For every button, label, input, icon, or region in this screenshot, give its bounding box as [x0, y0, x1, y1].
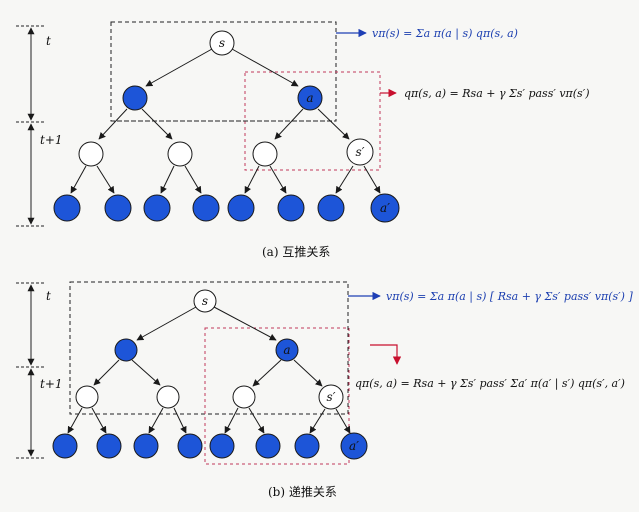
action-node [53, 194, 81, 222]
node-label-s: s [219, 36, 225, 50]
caption-a: (a) 互推关系 [262, 245, 330, 259]
node-label-s-prime: s′ [356, 145, 365, 159]
action-node-a [275, 338, 299, 362]
state-node-root [193, 289, 217, 313]
q-equation-a: qπ(s, a) = Rsa + γ Σs′ pass′ vπ(s′) [404, 87, 590, 100]
state-node [156, 385, 180, 409]
time-label-t-plus-1: t+1 [40, 377, 63, 391]
action-node-a-prime [340, 432, 368, 460]
tree-nodes-b [52, 289, 368, 460]
action-node [96, 433, 122, 459]
tree-nodes-a [53, 30, 400, 223]
action-node [133, 433, 159, 459]
action-node [294, 433, 320, 459]
tree-edges-a [70, 48, 381, 194]
action-node [277, 194, 305, 222]
node-label-s-prime: s′ [327, 390, 336, 404]
v-backup-box-b [69, 281, 349, 415]
v-equation-a: vπ(s) = Σa π(a | s) qπ(s, a) [372, 27, 518, 41]
action-node-a [297, 85, 323, 111]
time-axis-b: t t+1 [16, 282, 63, 459]
state-node-s-prime [318, 384, 344, 410]
action-node [122, 85, 148, 111]
state-node [75, 385, 99, 409]
time-label-t: t [46, 34, 51, 48]
node-label-a-prime: a′ [349, 439, 359, 453]
action-node [227, 194, 255, 222]
action-node [255, 433, 281, 459]
tree-edges-b [67, 306, 351, 434]
action-node [52, 433, 78, 459]
state-node [78, 141, 104, 167]
diagram-a-mutual: t t+1 [16, 21, 590, 259]
node-label-a: a [306, 91, 313, 105]
state-node-root [209, 30, 235, 56]
action-node [209, 433, 235, 459]
node-label-a: a [283, 343, 290, 357]
node-label-a-prime: a′ [380, 201, 390, 215]
q-equation-b: qπ(s, a) = Rsa + γ Σs′ pass′ Σa′ π(a′ | … [355, 377, 625, 391]
action-node [177, 433, 203, 459]
state-node [232, 385, 256, 409]
state-node-s-prime [346, 138, 374, 166]
node-label-s: s [202, 294, 208, 308]
time-label-t-plus-1: t+1 [40, 133, 63, 147]
time-label-t: t [46, 289, 51, 303]
diagram-b-recursive: t t+1 [16, 281, 633, 499]
time-axis-a: t t+1 [16, 25, 63, 227]
state-node [252, 141, 278, 167]
action-node [317, 194, 345, 222]
action-node [143, 194, 171, 222]
action-node [104, 194, 132, 222]
q-backup-box-b [204, 327, 350, 465]
caption-b: (b) 递推关系 [268, 485, 337, 499]
action-node-a-prime [370, 193, 400, 223]
action-node [192, 194, 220, 222]
v-equation-b: vπ(s) = Σa π(a | s) [ Rsa + γ Σs′ pass′ … [386, 290, 633, 304]
state-node [167, 141, 193, 167]
action-node [114, 338, 138, 362]
